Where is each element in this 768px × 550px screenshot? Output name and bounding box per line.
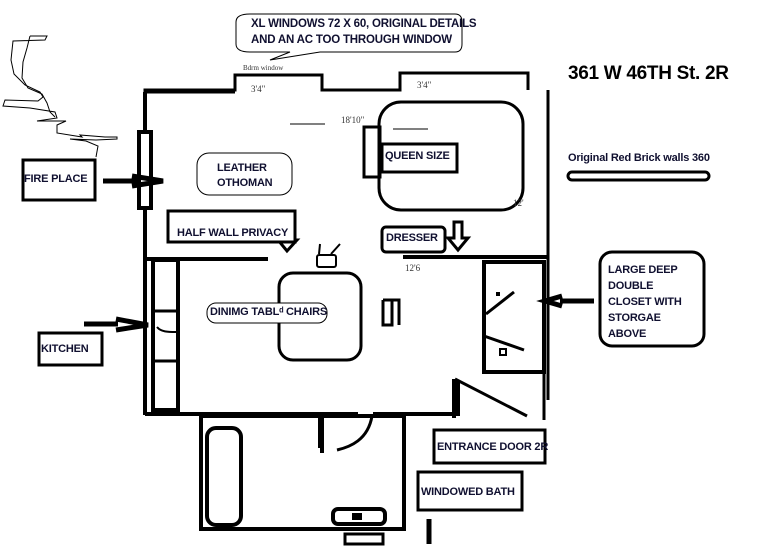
closet-arrow: [536, 293, 594, 309]
window-right-dim: 3'4": [417, 80, 432, 90]
tv-antenna: [318, 243, 341, 255]
kitchen-door-swing: [156, 326, 177, 333]
closet-door-2: [483, 334, 525, 352]
closet-label-line-4: STORGAE: [608, 312, 661, 324]
entrance-label: ENTRANCE DOOR 2R: [437, 441, 549, 453]
closet: [482, 260, 546, 374]
fireplace: [137, 130, 153, 210]
bath-door-swing: [336, 415, 374, 452]
closet-knob-1: [496, 292, 500, 296]
bedroom-depth-dim: 12': [513, 198, 524, 208]
kitchen-label: KITCHEN: [41, 343, 89, 355]
scribble-decoration: [2, 35, 118, 158]
closet-label-line-5: ABOVE: [608, 328, 647, 340]
entrance-door: [454, 377, 528, 418]
ottoman-label-1: LEATHER: [217, 162, 267, 174]
kitchen-counter: [151, 258, 180, 412]
nightstand: [362, 125, 382, 179]
bath-label: WINDOWED BATH: [421, 486, 515, 498]
dining-label: DINIMG TABLᵈ CHAIRS: [210, 306, 328, 318]
window-note: Bdrm window: [243, 64, 284, 72]
queen-size-label: QUEEN SIZE: [385, 150, 450, 162]
half-wall-label: HALF WALL PRIVACY: [177, 227, 289, 239]
bathroom-walls: [199, 414, 406, 531]
half-wall-label-box: [166, 209, 297, 244]
brick-wall-sample: [566, 170, 711, 182]
fireplace-label: FIRE PLACE: [24, 173, 88, 185]
queen-label-box: [380, 142, 459, 174]
closet-knob-2: [499, 348, 507, 356]
windows-callout-line-1: XL WINDOWS 72 X 60, ORIGINAL DETAILS: [251, 18, 477, 30]
tv: [316, 254, 337, 268]
bathtub: [205, 426, 243, 527]
kitchen-arrow: [84, 316, 149, 333]
windows-callout-line-2: AND AN AC TOO THROUGH WINDOW: [251, 34, 452, 46]
toilet-seat: [352, 513, 362, 520]
window-left-dim: 3'4": [251, 84, 266, 94]
closet-door-1: [485, 290, 515, 316]
wall-top-segment: [145, 88, 400, 94]
bath-window: [343, 532, 385, 546]
width-dim-label: 18'10": [341, 115, 365, 125]
fireplace-label-box: [21, 158, 97, 202]
entrance-label-box: [432, 428, 547, 465]
bath-label-box: [416, 470, 524, 512]
closet-callout-box: [598, 250, 706, 348]
living-width-dim: 12'6: [405, 263, 421, 273]
dresser-label: DRESSER: [386, 232, 438, 244]
page-title: 361 W 46TH St. 2R: [568, 63, 729, 84]
dresser-label-box: [380, 225, 447, 254]
kitchen-label-box: [37, 331, 104, 367]
ottoman-label-2: OTHOMAN: [217, 177, 273, 189]
closet-label-line-1: LARGE DEEP: [608, 264, 678, 276]
wall-bottom-hall: [373, 380, 460, 416]
fireplace-arrow: [103, 173, 164, 189]
brick-walls-label: Original Red Brick walls 360: [568, 152, 710, 164]
ottoman: [196, 152, 293, 196]
chair: [381, 298, 401, 327]
wall-bottom-kitchen: [145, 412, 358, 448]
dining-label-box: [206, 302, 328, 324]
dresser-arrow: [444, 220, 472, 253]
windows-callout-bubble: [235, 13, 463, 61]
closet-label-line-2: DOUBLE: [608, 280, 654, 292]
closet-label-line-3: CLOSET WITH: [608, 296, 682, 308]
